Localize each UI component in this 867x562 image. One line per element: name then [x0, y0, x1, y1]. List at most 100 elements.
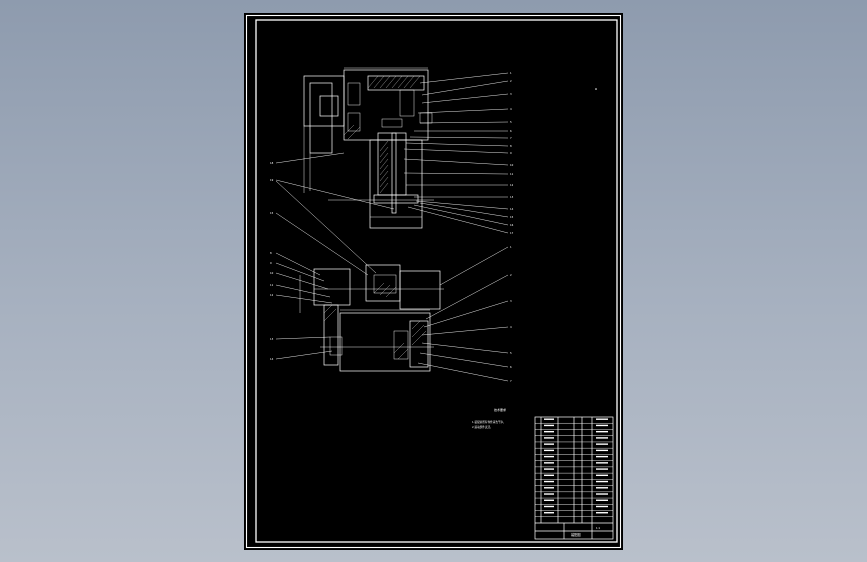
svg-text:15: 15 [510, 215, 514, 219]
scale-text: 1:1 [596, 526, 601, 530]
bom-cell-text [544, 418, 554, 420]
keyway [419, 112, 433, 124]
drawing-name: 装配图 [571, 532, 581, 537]
leaders-top [275, 72, 509, 234]
hatch-bottom [323, 282, 427, 360]
svg-text:7: 7 [510, 379, 512, 383]
flange [373, 194, 419, 204]
leaders-bottom [275, 180, 509, 382]
hatch-top [343, 75, 421, 194]
svg-text:14: 14 [510, 207, 514, 211]
svg-text:13: 13 [270, 337, 274, 341]
left-bracket [309, 82, 333, 154]
bearing-a [347, 82, 361, 106]
svg-text:18: 18 [270, 161, 274, 165]
bom-cell-text [544, 437, 554, 439]
svg-text:12: 12 [510, 183, 514, 187]
bom-cell-text [544, 512, 554, 514]
svg-text:9: 9 [510, 151, 512, 155]
bearing-c [393, 330, 409, 360]
svg-text:2: 2 [510, 79, 512, 83]
coupling-housing [365, 264, 401, 302]
technical-notes: 技术要求 1.装配前所有零件清洗干净， 2.运动部件灵活。 [472, 407, 506, 429]
svg-text:10: 10 [510, 163, 514, 167]
svg-text:2: 2 [510, 273, 512, 277]
bom-cell-text [596, 418, 608, 420]
svg-text:3: 3 [510, 92, 512, 96]
bom-cell-text [596, 480, 608, 483]
bom-cell-text [544, 468, 554, 470]
svg-text:5: 5 [510, 120, 512, 124]
svg-text:9: 9 [270, 261, 272, 265]
gear-a [399, 89, 415, 117]
bom-cell-text [596, 474, 608, 477]
left-arm [319, 95, 339, 117]
bom-cell-text [544, 487, 554, 489]
gear-b [373, 274, 397, 294]
notes-line-1: 1.装配前所有零件清洗干净， [472, 420, 506, 424]
svg-text:16: 16 [510, 223, 514, 227]
bom-cell-text [544, 430, 554, 433]
svg-text:5: 5 [510, 351, 512, 355]
bottom-section-view [275, 180, 509, 382]
svg-text:4: 4 [510, 325, 512, 329]
svg-text:1: 1 [510, 71, 512, 75]
bom-cell-text [596, 505, 608, 508]
svg-text:11: 11 [510, 172, 514, 176]
svg-text:13: 13 [510, 195, 514, 199]
bom-cell-text [544, 443, 554, 445]
bom-cell-text [544, 455, 554, 458]
bom-cell-text [596, 462, 608, 464]
left-motor [313, 268, 351, 306]
svg-text:8: 8 [270, 251, 272, 255]
bom-cell-text [596, 512, 608, 514]
bom-cell-text [596, 499, 608, 501]
outer-border [245, 14, 622, 549]
right-plate [409, 320, 429, 368]
bom-cell-text [544, 474, 554, 477]
bom-cell-text [596, 449, 608, 452]
bom-cell-text [544, 449, 554, 452]
bom-cell-text [544, 499, 554, 501]
bom-cell-text [596, 487, 608, 489]
origin-marker [595, 88, 597, 90]
bom-cell-text [544, 480, 554, 483]
bom-cell-text [596, 455, 608, 458]
bearing-b [347, 112, 361, 132]
gearbox [339, 312, 431, 372]
bom-cell-text [596, 430, 608, 433]
top-section-view [275, 67, 509, 234]
bom-cell-text [596, 443, 608, 445]
svg-text:11: 11 [270, 283, 274, 287]
svg-text:4: 4 [510, 107, 512, 111]
svg-text:14: 14 [270, 357, 274, 361]
svg-text:7: 7 [510, 136, 512, 140]
notes-line-2: 2.运动部件灵活。 [472, 425, 493, 429]
left-upright [323, 304, 339, 366]
bom-cell-text [596, 424, 608, 427]
svg-text:10: 10 [270, 271, 274, 275]
bearing-d [329, 336, 343, 356]
svg-text:15: 15 [270, 211, 274, 215]
bom-cell-text [596, 437, 608, 439]
bom-cell-text [544, 462, 554, 464]
svg-text:17: 17 [510, 231, 514, 235]
motor-block [399, 270, 441, 310]
bom-cell-text [544, 493, 554, 495]
svg-text:3: 3 [510, 299, 512, 303]
inner-border [255, 19, 618, 543]
svg-text:6: 6 [510, 129, 512, 133]
svg-text:8: 8 [510, 144, 512, 148]
svg-text:12: 12 [270, 293, 274, 297]
svg-text:1: 1 [510, 245, 512, 249]
bom-cell-text [596, 468, 608, 470]
title-block: 装配图 1:1 [534, 416, 614, 540]
bom-cell-text [544, 505, 554, 508]
svg-text:19: 19 [270, 178, 274, 182]
rod [391, 132, 397, 214]
